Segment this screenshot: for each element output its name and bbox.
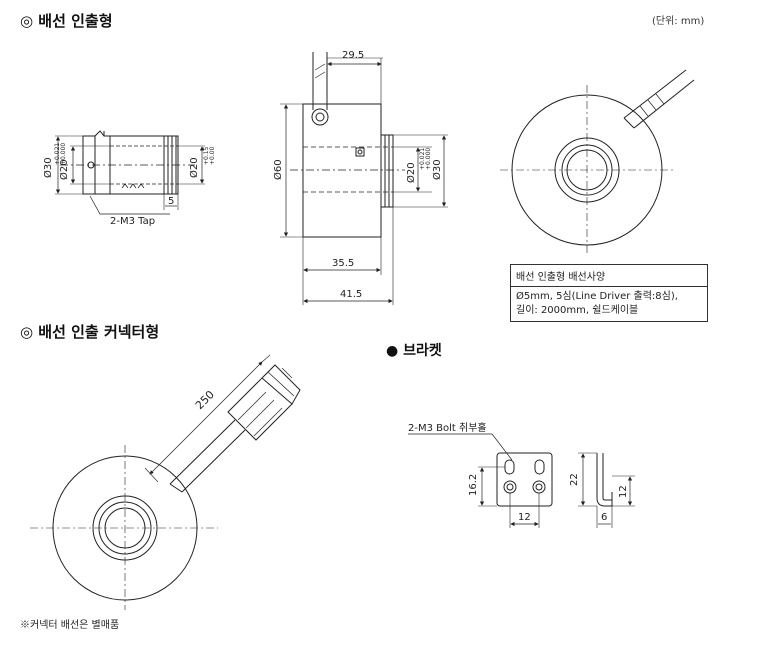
dim-12-side: 12 [618,485,629,498]
dim-tol-lower-right: +0.00 [209,146,216,165]
dim-len-5: 5 [168,196,174,207]
dim-tol-upper-right: +0.15 [203,146,210,165]
section2-title: ◎ 배선 인출 커넥터형 [20,323,160,341]
unit-label: (단위: mm) [652,16,705,27]
front-view-right [500,69,695,255]
dim-cable-250: 250 [193,388,217,412]
connector-view [30,354,301,610]
dim-22: 22 [569,473,580,486]
side-view-left [55,130,205,215]
bracket-front [408,433,553,528]
dim-side-tol-upper: +0.021 [419,148,426,170]
dim-29-5: 29.5 [342,50,364,61]
dim-tol-lower-left: +0.000 [60,143,67,165]
spec-box-body: Ø5mm, 5심(Line Driver 출력:8심), 길이: 2000mm,… [511,287,707,321]
dim-side-d30: Ø30 [431,159,443,180]
side-view-middle [280,52,448,305]
bracket-title: ● 브라켓 [386,343,442,359]
dim-body-d60: Ø60 [272,159,284,180]
dim-shaft-d30: Ø30 [42,157,54,178]
bracket-side [578,452,635,528]
dim-shaft-d20: Ø20 [58,159,70,180]
dim-35-5: 35.5 [332,258,354,269]
dim-side-d20: Ø20 [405,162,417,183]
section1-title: ◎ 배선 인출형 [20,12,113,30]
dim-tol-upper-left: +0.021 [54,143,61,165]
dim-41-5: 41.5 [340,289,362,300]
dim-6: 6 [601,512,607,523]
footnote: ※커넥터 배선은 별매품 [20,620,120,631]
dim-bore-d20: Ø20 [188,157,200,178]
dim-12-bottom: 12 [518,512,531,523]
dim-16-2: 16.2 [468,474,479,496]
dim-bolt: 2-M3 Bolt 취부홀 [408,421,487,434]
dim-tap: 2-M3 Tap [110,216,155,227]
spec-box-line2: 길이: 2000mm, 쉴드케이블 [516,305,639,316]
spec-box: 배선 인출형 배선사양 Ø5mm, 5심(Line Driver 출력:8심),… [510,264,708,322]
spec-box-line1: Ø5mm, 5심(Line Driver 출력:8심), [516,291,678,302]
dim-side-tol-lower: +0.000 [425,148,432,170]
spec-box-header: 배선 인출형 배선사양 [511,265,707,287]
